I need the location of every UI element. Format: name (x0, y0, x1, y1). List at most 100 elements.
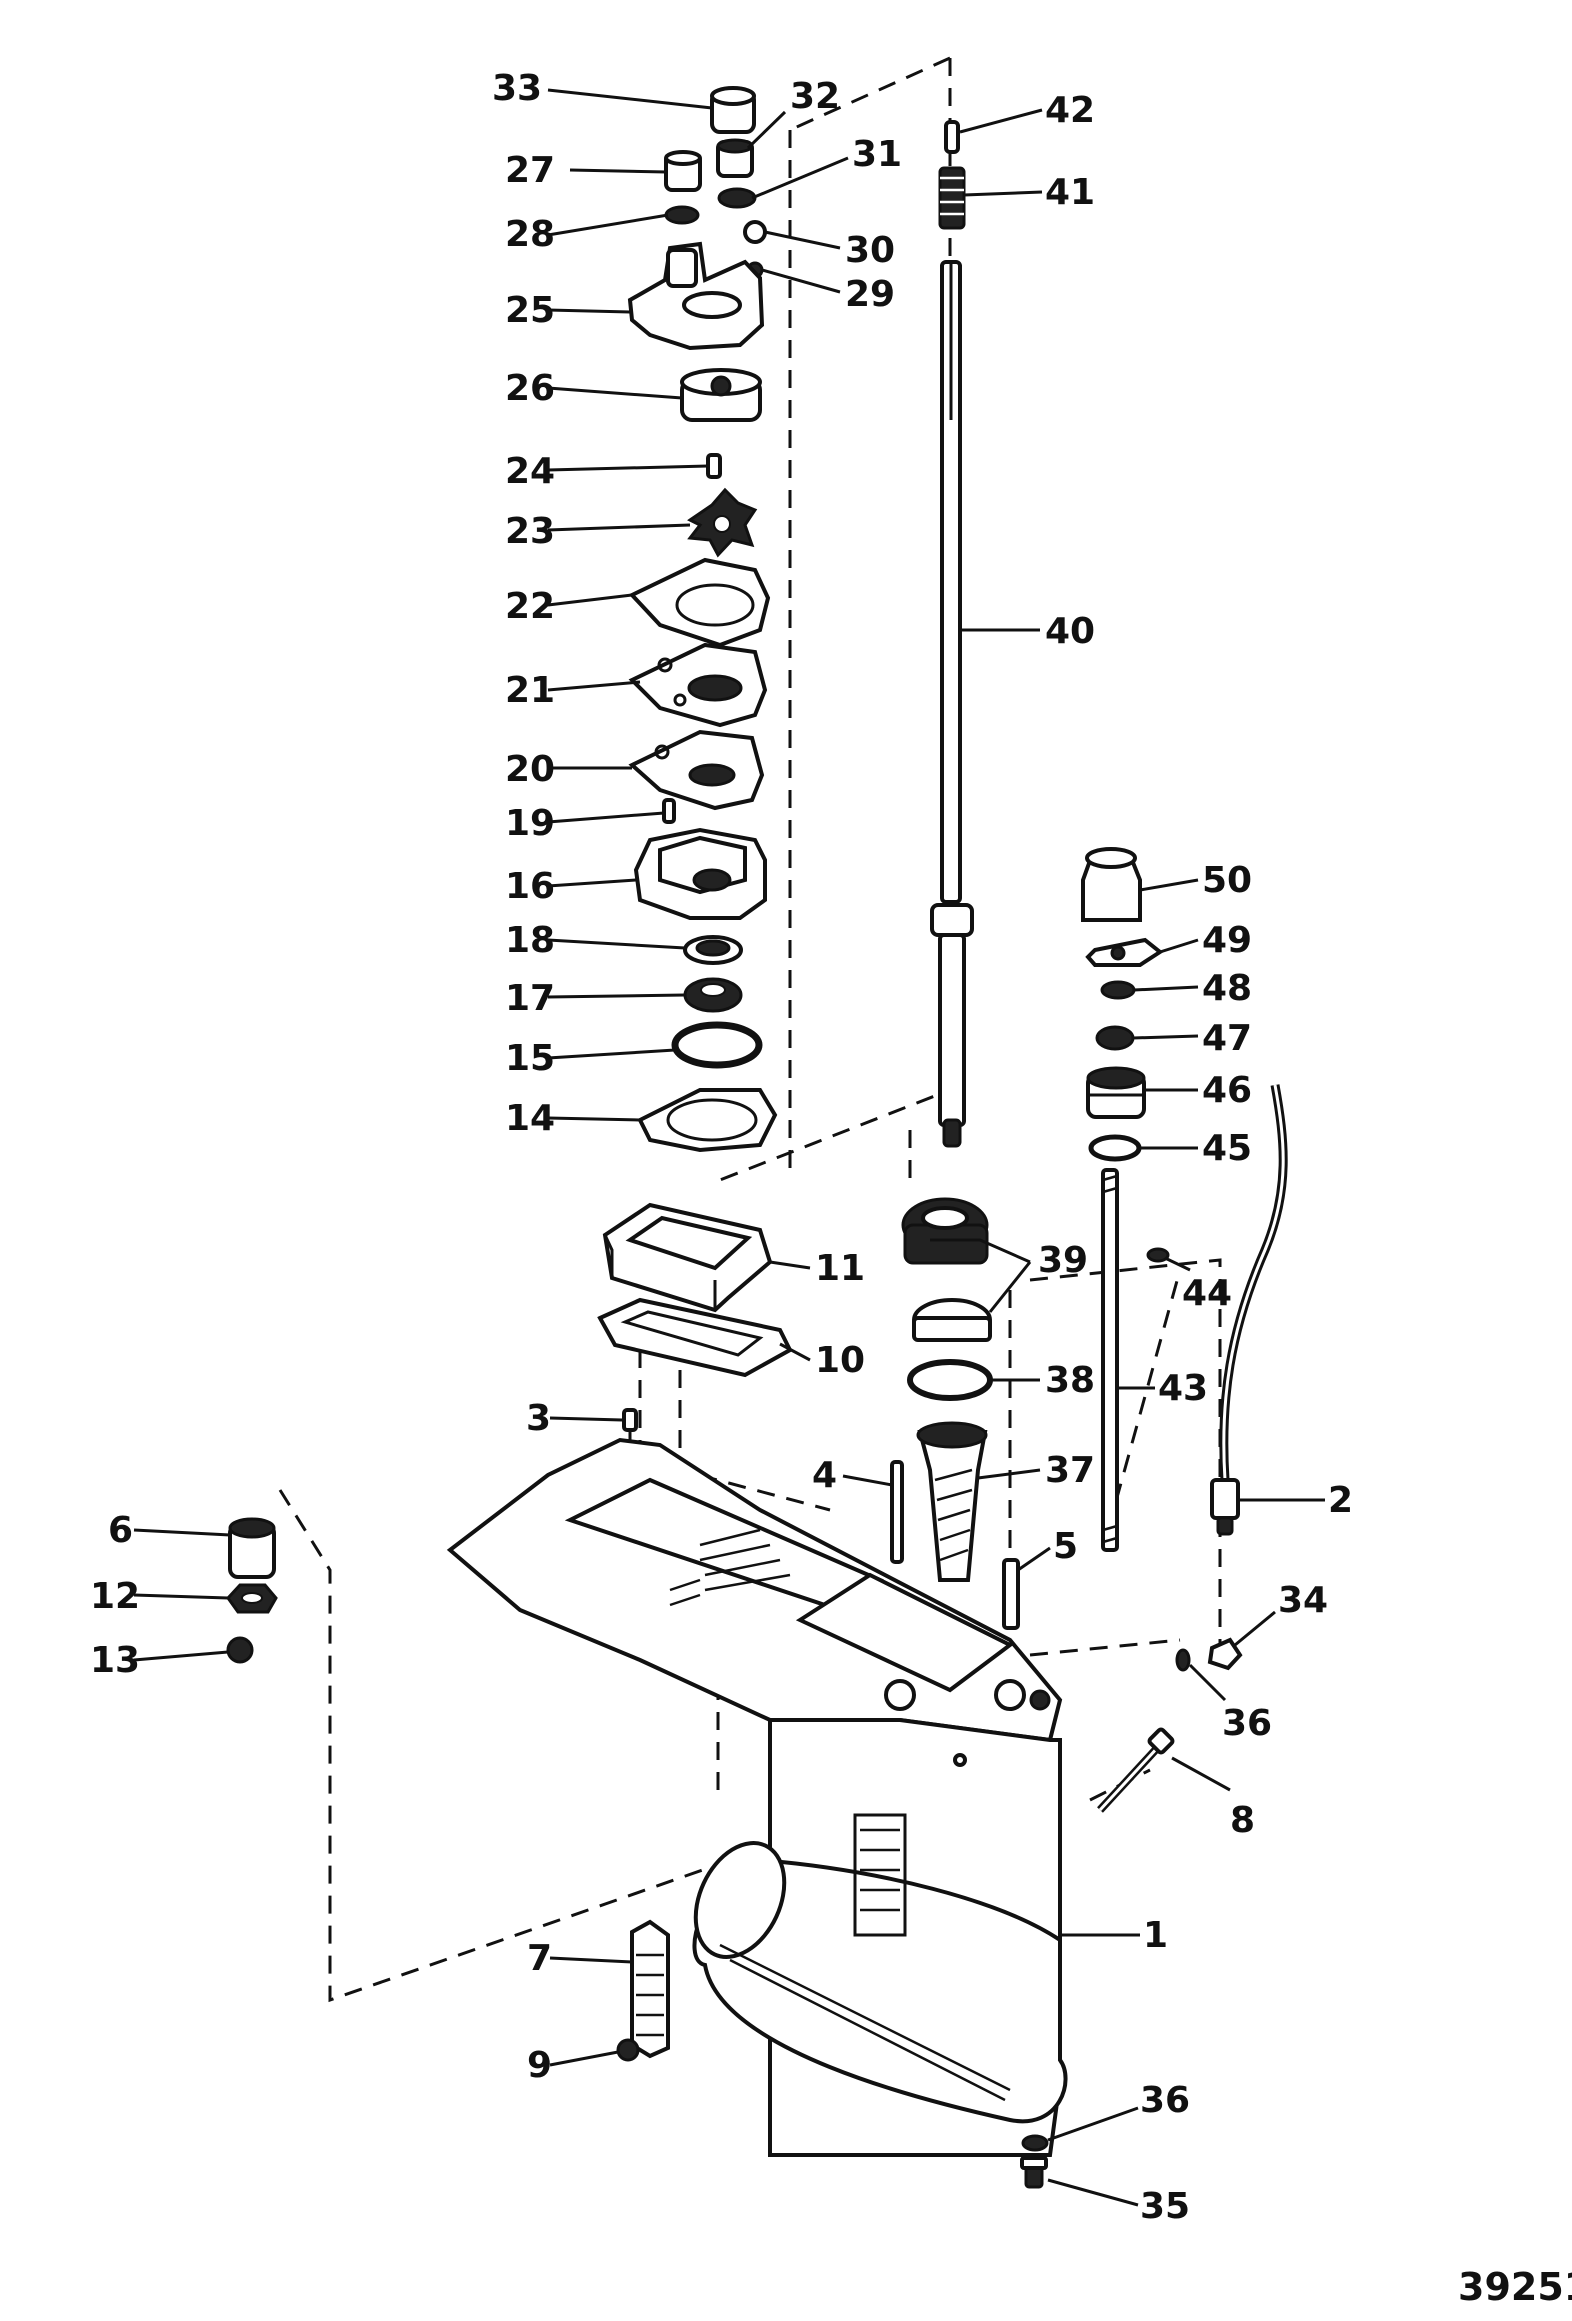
part-14-gasket (637, 1088, 778, 1153)
callout-37: 37 (1045, 1450, 1095, 1491)
part-33-cap (710, 86, 756, 134)
part-18-seal (683, 935, 743, 965)
part-25-pump-housing (627, 241, 765, 351)
callout-32: 32 (790, 76, 840, 117)
callout-21: 21 (505, 670, 555, 711)
part-46-bushing (1086, 1066, 1146, 1119)
part-36-washer-upper (1175, 1648, 1191, 1672)
part-10-gasket (597, 1297, 793, 1378)
part-48-washer (1100, 980, 1136, 1000)
part-45-o-ring (1088, 1134, 1142, 1162)
callout-23: 23 (505, 511, 555, 552)
part-1-gear-housing (446, 1437, 1068, 2157)
callout-24: 24 (505, 451, 555, 492)
callout-44: 44 (1182, 1273, 1232, 1314)
part-24-key (706, 453, 722, 479)
callout-36-lower: 36 (1140, 2080, 1190, 2121)
callout-42: 42 (1045, 90, 1095, 131)
callout-28: 28 (505, 214, 555, 255)
callout-4: 4 (812, 1455, 837, 1496)
part-7-anode (630, 1919, 670, 2059)
callout-49: 49 (1202, 920, 1252, 961)
callout-25: 25 (505, 290, 555, 331)
part-41-spring (938, 166, 966, 230)
part-44-e-clip (1146, 1247, 1170, 1263)
callout-33: 33 (492, 68, 542, 109)
part-6-bearing (228, 1517, 276, 1579)
part-17-seal (683, 977, 743, 1013)
callout-46: 46 (1202, 1070, 1252, 1111)
callout-48: 48 (1202, 968, 1252, 1009)
part-28-washer (664, 205, 700, 225)
callout-45: 45 (1202, 1128, 1252, 1169)
callout-43: 43 (1158, 1368, 1208, 1409)
callout-22: 22 (505, 586, 555, 627)
callout-15: 15 (505, 1038, 555, 1079)
part-15-o-ring (671, 1021, 763, 1069)
part-27-sleeve (664, 150, 702, 192)
callout-18: 18 (505, 920, 555, 961)
part-34-plug (1207, 1637, 1243, 1671)
part-12-tab-washer (226, 1583, 278, 1614)
callout-14: 14 (505, 1098, 555, 1139)
callout-39: 39 (1038, 1240, 1088, 1281)
callout-47: 47 (1202, 1018, 1252, 1059)
part-13-nut (226, 1636, 254, 1664)
part-36-washer-lower (1021, 2134, 1049, 2152)
part-43-shift-shaft (1101, 1168, 1119, 1552)
callout-6: 6 (108, 1510, 133, 1551)
part-35-drain-plug (1020, 2156, 1048, 2189)
callout-20: 20 (505, 749, 555, 790)
part-5-stud (1002, 1558, 1020, 1630)
figure-number: 39251 (1458, 2265, 1572, 2309)
part-21-face-plate (628, 642, 768, 728)
callout-50: 50 (1202, 860, 1252, 901)
part-11-cover (602, 1202, 773, 1313)
part-2-speedometer-tube (1210, 1084, 1288, 1536)
callout-10: 10 (815, 1340, 865, 1381)
part-37-water-tube-guide (916, 1421, 988, 1582)
part-49-plate (1085, 937, 1164, 967)
water-pump-assembly (627, 86, 778, 1153)
callout-31: 31 (852, 134, 902, 175)
callout-41: 41 (1045, 172, 1095, 213)
callout-7: 7 (527, 1938, 552, 1979)
callout-13: 13 (90, 1640, 140, 1681)
part-20-gasket (628, 729, 765, 811)
callout-3: 3 (526, 1398, 551, 1439)
callout-19: 19 (505, 803, 555, 844)
callout-2: 2 (1328, 1480, 1353, 1521)
part-19-dowel (662, 798, 676, 824)
part-50-shift-coupler (1081, 847, 1142, 922)
callout-34: 34 (1278, 1580, 1328, 1621)
callout-38: 38 (1045, 1360, 1095, 1401)
callout-30: 30 (845, 230, 895, 271)
callout-1: 1 (1143, 1915, 1168, 1956)
leader-lines (133, 88, 1325, 2207)
callout-36-upper: 36 (1222, 1703, 1272, 1744)
callout-35: 35 (1140, 2186, 1190, 2227)
callout-40: 40 (1045, 611, 1095, 652)
callout-12: 12 (90, 1576, 140, 1617)
part-4-stud (890, 1460, 904, 1564)
callout-9: 9 (527, 2045, 552, 2086)
part-8-bolt (1097, 1727, 1175, 1813)
callout-5: 5 (1053, 1526, 1078, 1567)
part-30-nut (743, 220, 767, 244)
callout-29: 29 (845, 274, 895, 315)
callout-27: 27 (505, 150, 555, 191)
callout-11: 11 (815, 1248, 865, 1289)
callout-8: 8 (1230, 1800, 1255, 1841)
callout-17: 17 (505, 978, 555, 1019)
part-39-pinion-gear-and-bearing (901, 1197, 992, 1342)
part-9-screw (616, 2038, 640, 2062)
part-38-o-ring (907, 1359, 993, 1401)
part-40-drive-shaft (930, 260, 974, 1148)
callout-26: 26 (505, 368, 555, 409)
callout-labels: 33 32 27 31 28 30 29 25 26 24 23 22 21 2… (90, 68, 1353, 2227)
part-3-dowel-pin (622, 1408, 638, 1432)
part-23-impeller (687, 487, 758, 558)
part-26-impeller-insert (680, 368, 762, 422)
part-32-seal (716, 138, 754, 178)
